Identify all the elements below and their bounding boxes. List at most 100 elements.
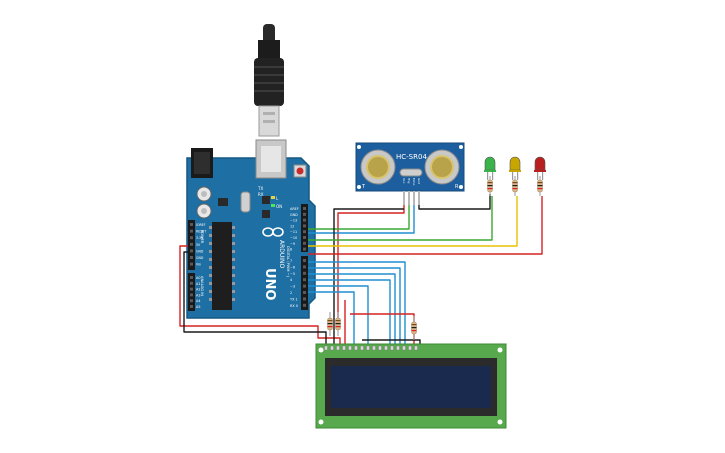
wire-sensor-gnd-2: [333, 208, 404, 320]
lcd-screen: [331, 366, 491, 408]
power-pin: [190, 242, 193, 246]
analog-pin: [190, 287, 193, 291]
digital-pin: [303, 271, 306, 275]
arduino-model-text: UNO: [262, 268, 277, 301]
lcd-pin: [324, 345, 328, 351]
wire-lcd-e: [308, 285, 369, 346]
lcd-pin: [342, 345, 346, 351]
lcd-pin: [366, 345, 370, 351]
wire-sensor-echo: [308, 205, 415, 234]
analog-pin: [190, 299, 193, 303]
power-pin: [190, 256, 193, 259]
digital-pin: [303, 224, 306, 228]
lcd-pin: [372, 345, 376, 351]
digital-pin: [303, 241, 306, 245]
power-pin: [190, 249, 193, 253]
power-pin-label: Vin: [196, 263, 201, 267]
digital-pin: [303, 236, 306, 239]
power-pin-label: IOREF: [196, 223, 206, 227]
arduino-uno-board: ARDUINO UNO TX RX L ON DIGITAL (PWM ~) A…: [186, 139, 316, 319]
leds: [484, 156, 546, 180]
analog-pin-label: A5: [196, 305, 200, 309]
digital-pin-label: ~10: [290, 236, 297, 240]
digital-pin-label: 4: [290, 278, 292, 282]
led-yellow: [509, 156, 521, 180]
resistors: [327, 176, 543, 340]
tx-led-label: TX: [257, 186, 263, 191]
atmega-chip: [212, 222, 232, 310]
lcd-pin: [408, 345, 412, 351]
sensor-model-label: HC-SR04: [396, 153, 427, 161]
sensor-t-mark: T: [361, 184, 366, 190]
lcd-pin: [360, 345, 364, 351]
sensor-r-mark: R: [455, 184, 459, 190]
wire-led-yellow: [308, 196, 518, 247]
analog-pin-label: A4: [196, 299, 200, 303]
digital-pin-label: ~13: [290, 219, 297, 223]
arduino-brand-text: ARDUINO: [278, 240, 285, 269]
power-pin-label: GND: [196, 249, 204, 253]
lcd-pin: [402, 345, 406, 351]
power-pin: [190, 223, 193, 226]
wire-gnd: [183, 251, 327, 346]
analog-pin: [190, 276, 193, 279]
digital-pin-label: RX 0: [290, 304, 298, 308]
digital-pin: [303, 230, 306, 234]
crystal: [240, 191, 251, 213]
analog-pin-label: A1: [196, 282, 200, 286]
resistor-lcd-backlight: [411, 316, 417, 340]
digital-pin-label: ~6: [290, 265, 295, 269]
power-pin-label: GND: [196, 256, 204, 260]
digital-pin-label: TX 1: [289, 297, 298, 301]
lcd-16x2: [315, 343, 507, 429]
digital-pin: [303, 207, 306, 210]
digital-pin: [303, 278, 306, 282]
resistor-led-green: [487, 176, 493, 196]
sensor-pins: [403, 191, 420, 205]
digital-pin-label: AREF: [290, 207, 299, 211]
lcd-pin-header: [324, 345, 418, 351]
wire-led-green: [308, 196, 493, 241]
digital-pin: [303, 212, 306, 216]
rx-led-label: RX: [258, 192, 264, 197]
wire-5v: [179, 245, 341, 346]
sensor-pin-label: Vcc: [402, 178, 406, 184]
digital-pin-label: 7: [290, 259, 292, 263]
power-header-label: POWER: [200, 230, 204, 244]
analog-header: [188, 273, 195, 311]
sensor-pin-label: Gnd: [417, 178, 421, 184]
sensor-pin-label: Trig: [407, 177, 411, 183]
arduino-infinity-logo: [262, 227, 284, 237]
power-pin: [190, 236, 193, 240]
wire-lcd-d5: [308, 273, 396, 346]
lcd-pin: [390, 345, 394, 351]
digital-pin: [303, 265, 306, 269]
power-pin: [190, 262, 193, 266]
digital-pin: [303, 291, 306, 294]
led-red: [534, 156, 546, 180]
digital-pin: [303, 303, 306, 307]
digital-pin-label: 8: [290, 248, 292, 252]
power-pin-label: 5V: [196, 243, 201, 247]
power-pin-label: RESET: [196, 230, 206, 234]
sensor-pin-label: Echo: [412, 178, 416, 185]
digital-pin-label: ~11: [290, 230, 297, 234]
resistor-lcd-2: [335, 312, 341, 336]
analog-pin-label: A3: [196, 293, 200, 297]
transmitter-transducer: [360, 149, 396, 185]
digital-pin-label: GND: [290, 213, 298, 217]
lcd-pin: [396, 345, 400, 351]
digital-pin: [303, 297, 306, 301]
resistor-led-yellow: [512, 176, 518, 196]
resistor-lcd-1: [327, 312, 333, 336]
digital-pin-label: 2: [290, 291, 292, 295]
digital-pin: [303, 259, 306, 262]
sensor-crystal: [399, 168, 423, 177]
analog-pin: [190, 293, 193, 297]
power-pin-label: 3.3V: [196, 236, 204, 240]
digital-header-bottom: [301, 256, 308, 310]
analog-pin: [190, 281, 193, 285]
digital-pin: [303, 218, 306, 222]
digital-header-top: [301, 204, 308, 252]
